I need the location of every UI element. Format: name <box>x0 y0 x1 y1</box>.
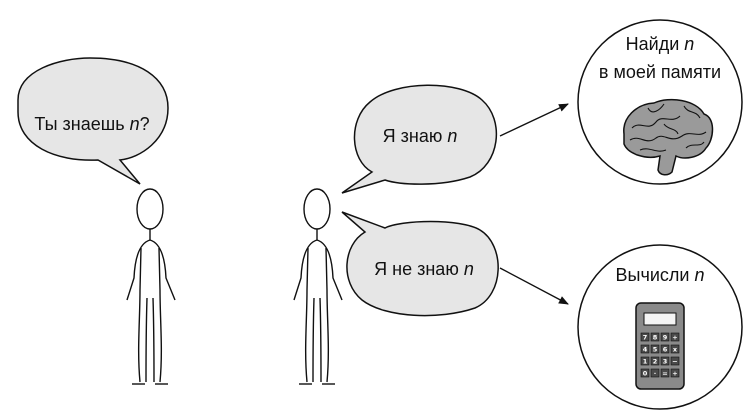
calculator-key-label: 1 <box>643 358 648 366</box>
know-bubble: Я знаю n <box>341 84 498 194</box>
brain-icon <box>623 98 714 176</box>
dont-know-text: Я не знаю n <box>374 259 474 279</box>
calculator-key <box>670 332 680 342</box>
calculator-key <box>640 356 650 366</box>
calculator-key-label: x <box>673 346 678 354</box>
arrow-to-compute <box>499 267 569 305</box>
calculator-key <box>650 356 660 366</box>
calculator-key-label: · <box>654 370 656 378</box>
calculator-key <box>670 344 680 354</box>
calculator-key <box>650 368 660 378</box>
calculator-key-label: + <box>672 334 677 342</box>
calculator-key-label: 8 <box>653 334 658 342</box>
question-bubble-shape <box>17 57 169 185</box>
dont-know-bubble: Я не знаю n <box>341 211 499 317</box>
calculator-key <box>650 332 660 342</box>
know-text: Я знаю n <box>383 126 458 146</box>
memory-line2: в моей памяти <box>599 62 721 82</box>
calculator-key-label: = <box>662 370 667 378</box>
calculator-key <box>670 356 680 366</box>
calculator-key <box>650 344 660 354</box>
calculator-key-label: − <box>672 358 677 366</box>
calculator-key <box>660 344 670 354</box>
memory-circle: Найди n в моей памяти <box>577 19 743 185</box>
calculator-key-label: 4 <box>643 346 648 354</box>
memory-line1: Найди n <box>626 34 695 54</box>
calculator-key <box>660 356 670 366</box>
calculator-key-label: 2 <box>653 358 658 366</box>
dont-know-bubble-shape <box>341 211 499 317</box>
calculator-key-label: + <box>672 370 677 378</box>
calculator-key <box>660 332 670 342</box>
calculator-key <box>660 368 670 378</box>
calculator-key <box>640 368 650 378</box>
compute-label: Вычисли n <box>616 265 705 285</box>
calculator-key-label: 9 <box>663 334 668 342</box>
calculator-key <box>640 344 650 354</box>
calculator-key-label: 0 <box>643 370 648 378</box>
question-text: Ты знаешь n? <box>34 114 149 134</box>
calculator-key-label: 7 <box>643 334 648 342</box>
question-bubble: Ты знаешь n? <box>17 57 169 185</box>
calculator-key-label: 5 <box>653 346 658 354</box>
know-bubble-shape <box>341 84 498 194</box>
calculator-key-label: 3 <box>663 358 668 366</box>
calculator-key <box>670 368 680 378</box>
right-stick-figure <box>293 188 343 385</box>
left-stick-figure <box>126 188 176 385</box>
calculator-key-label: 6 <box>663 346 668 354</box>
arrow-to-memory <box>499 103 569 137</box>
calculator-key <box>640 332 650 342</box>
